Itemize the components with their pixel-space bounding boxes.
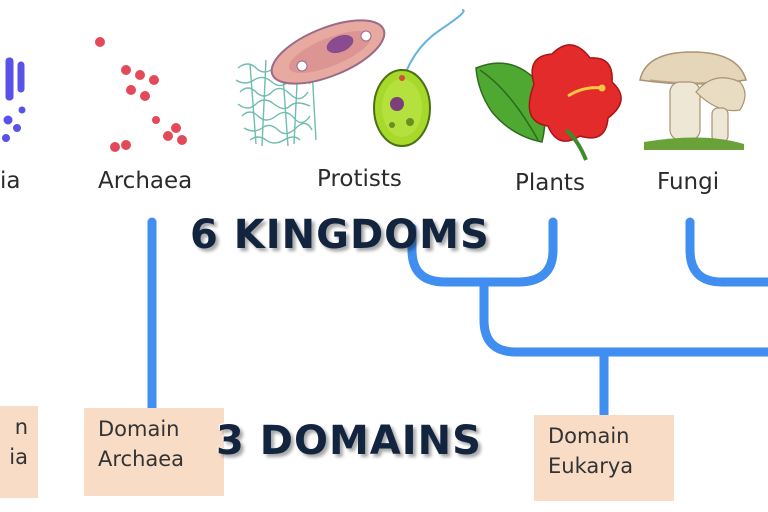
hibiscus-plant-icon [475,44,622,161]
domain-bacteria-line1: n [14,415,28,439]
domain-bacteria-line2: ia [9,445,28,469]
kingdom-label-protists: Protists [317,166,402,192]
kingdom-label-bacteria: ia [0,168,21,194]
archaea-cells-icon [95,37,187,152]
domain-archaea-line2: Archaea [98,447,185,471]
domain-archaea-line1: Domain [98,417,180,441]
three-domains-heading: 3 DOMAINS [216,418,482,464]
kingdom-label-fungi: Fungi [657,169,720,195]
fungi-animals-branch-line [685,217,768,287]
domain-box-bacteria: n ia [0,406,38,498]
six-kingdoms-heading: 6 KINGDOMS [190,212,490,258]
domain-eukarya-line1: Domain [548,424,630,448]
mushroom-icon [639,51,747,150]
domain-box-archaea: Domain Archaea [84,408,224,496]
kingdom-label-archaea: Archaea [98,168,193,194]
paramecium-icon [270,19,386,85]
kingdom-label-plants: Plants [515,170,585,196]
eukarya-upper-connector-line [479,277,768,357]
euglena-icon [373,9,465,147]
domain-box-eukarya: Domain Eukarya [534,415,674,501]
bacteria-cells-icon [2,57,26,142]
domain-eukarya-line2: Eukarya [548,454,634,478]
